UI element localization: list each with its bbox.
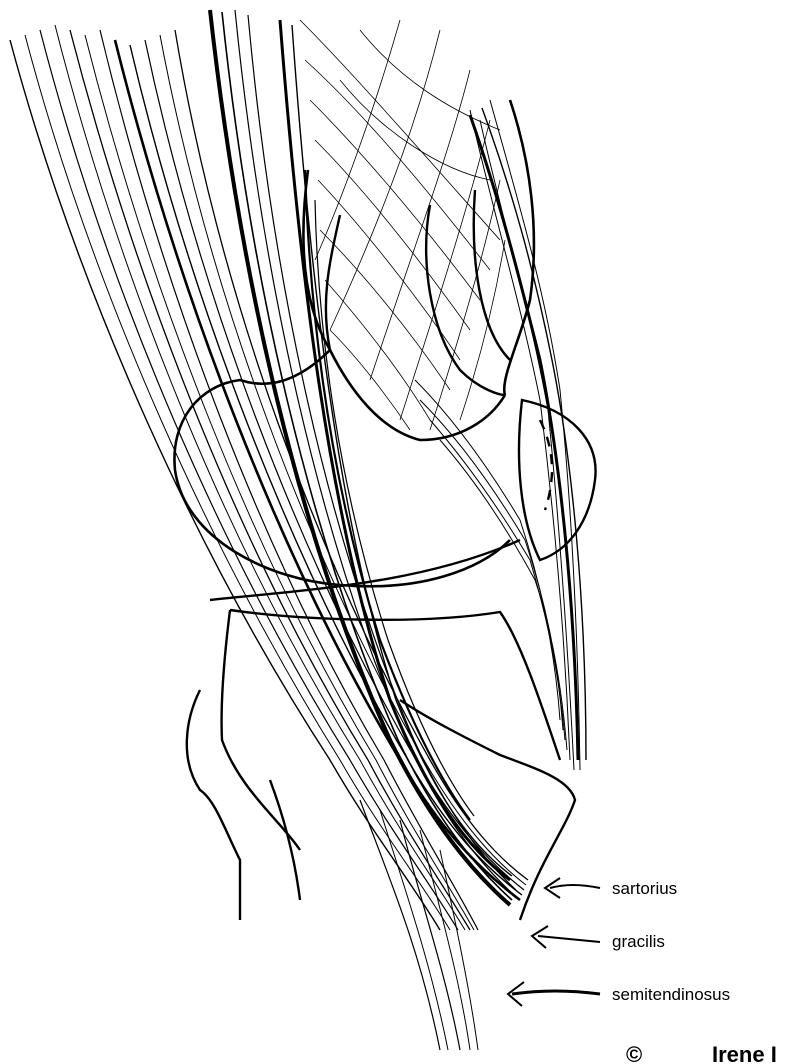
label-text-gracilis: gracilis	[612, 932, 665, 951]
label-semitendinosus: semitendinosus	[508, 982, 730, 1006]
lateral-edge	[470, 108, 586, 760]
credit-text: Irene I	[712, 1042, 777, 1064]
arrow-gracilis	[538, 936, 600, 942]
label-text-sartorius: sartorius	[612, 879, 677, 898]
label-text-semitendinosus: semitendinosus	[612, 985, 730, 1004]
tibial-plateau-outline	[187, 540, 560, 920]
tendon-fibers	[10, 10, 528, 1050]
arrow-semitendinosus	[512, 991, 600, 994]
label-sartorius: sartorius	[545, 878, 677, 898]
credit: © Irene I	[626, 1042, 777, 1064]
patella-outline	[519, 400, 596, 560]
label-gracilis: gracilis	[532, 926, 665, 951]
arrow-sartorius	[550, 885, 600, 888]
copyright-symbol: ©	[626, 1042, 642, 1064]
